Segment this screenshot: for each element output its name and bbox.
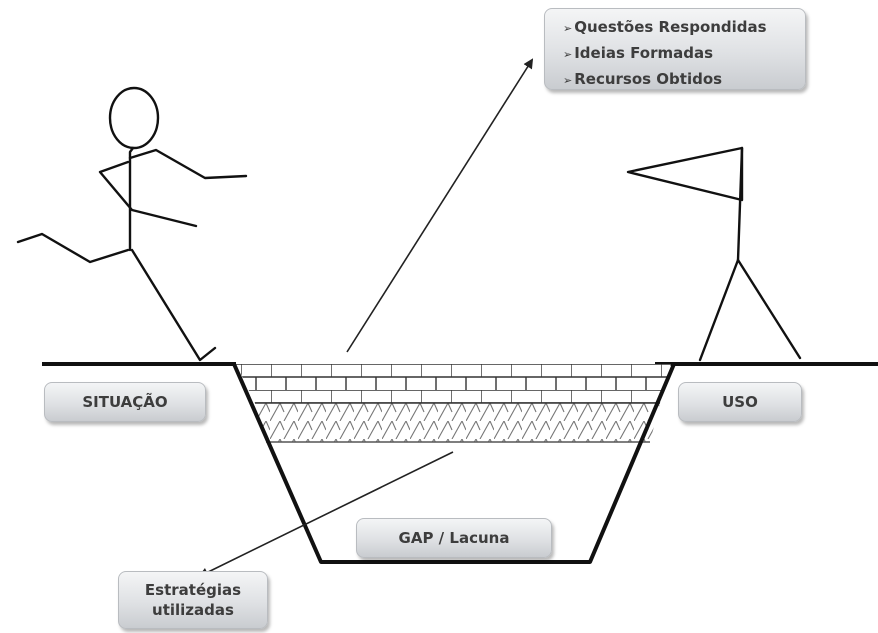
arrow-to-strategies [198,451,454,577]
gap-trench [232,363,676,564]
arrow-bullet-icon: ➢ [563,22,573,35]
outcome-item: ➢Questões Respondidas [563,18,767,36]
gap-label: GAP / Lacuna [356,518,552,558]
use-label: USO [678,382,802,422]
brick-bridge [236,364,671,403]
outcomes-box: ➢Questões Respondidas ➢Ideias Formadas ➢… [544,8,806,90]
arrow-bullet-icon: ➢ [563,48,573,61]
situation-label: SITUAÇÃO [44,382,206,422]
arrow-bullet-icon: ➢ [563,74,573,87]
hatched-layer [255,403,660,442]
strategies-label: Estratégias utilizadas [118,571,268,629]
outcome-item: ➢Ideias Formadas [563,44,714,62]
arrow-to-outcomes [346,58,534,353]
flag-figure [626,146,802,362]
outcome-item: ➢Recursos Obtidos [563,70,723,88]
running-figure [16,86,248,362]
